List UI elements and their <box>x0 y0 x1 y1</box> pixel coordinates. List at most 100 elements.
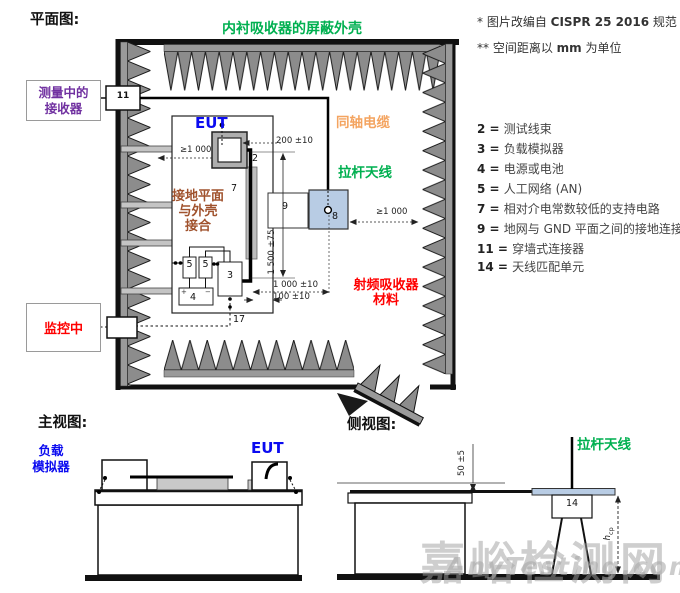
legend-item-4: 4 = 电源或电池 <box>477 160 564 177</box>
monitor-label-box: 监控中 <box>26 303 101 352</box>
legend-sep: = <box>493 260 513 274</box>
coax-label: 同轴电缆 <box>336 115 390 131</box>
dim-1500: 1 500 ±75 <box>267 229 277 275</box>
wiring-dots <box>173 261 232 309</box>
legend-num: 2 <box>477 122 486 136</box>
legend-item-3: 3 = 负载模拟器 <box>477 140 564 157</box>
monitor-line-17 <box>137 298 231 327</box>
legend-label: 天线匹配单元 <box>512 260 585 274</box>
ground-bond-line3: 接合 <box>184 219 211 234</box>
legend-num: 9 <box>477 222 486 236</box>
eut-connection-dot <box>219 122 225 128</box>
front-bond-dots <box>97 476 298 494</box>
dim-1000: 1 000 ±10 <box>273 280 318 290</box>
callout-2: 2 <box>252 153 259 164</box>
front-eut-cable <box>264 462 279 480</box>
bulkhead-connector-monitor <box>106 316 138 339</box>
callout-3: 3 <box>226 270 234 281</box>
front-load-line1: 负载 <box>38 443 64 458</box>
receiver-label-line2: 接收器 <box>44 100 83 116</box>
legend-num: 14 <box>477 260 494 274</box>
chamber-title: 内衬吸收器的屏蔽外壳 <box>222 21 362 37</box>
front-load-label: 负载 模拟器 <box>26 443 76 475</box>
note-units-prefix: ** 空间距离以 <box>477 41 557 55</box>
legend-num: 5 <box>477 182 486 196</box>
dimension-lines <box>157 140 419 303</box>
front-load-simulator-box <box>101 459 148 491</box>
door-absorber-wedge <box>337 393 368 416</box>
receiver-label-box: 测量中的 接收器 <box>26 80 101 121</box>
side-table-band <box>347 492 473 504</box>
ground-bond-line2: 与外壳 <box>178 204 218 219</box>
rod-antenna-label-plan: 拉杆天线 <box>338 165 392 181</box>
note-source-suffix: 规范 <box>649 15 677 29</box>
right-wall-absorbers <box>422 44 446 374</box>
tripod-leg-left <box>551 517 563 575</box>
legend-label: 测试线束 <box>503 122 552 136</box>
watermark-en: AnyTesting.com <box>446 552 680 581</box>
dim-100: 100 ±10 <box>273 292 310 302</box>
front-view-title: 主视图: <box>38 415 88 431</box>
coax-cable <box>140 96 330 191</box>
side-view-drawing <box>337 437 660 580</box>
dim-50: 50 ±5 <box>457 449 467 477</box>
battery-plus: + <box>181 288 187 296</box>
callout-7: 7 <box>231 183 238 194</box>
ground-bond-label: 接地平面 与外壳 接合 <box>156 189 240 234</box>
front-ground <box>85 575 302 581</box>
callout-14: 14 <box>565 498 579 509</box>
plan-view-drawing <box>100 39 459 427</box>
eut-label-plan: EUT <box>195 114 228 132</box>
legend-item-11: 11 = 穿墙式连接器 <box>477 240 584 257</box>
legend-num: 7 <box>477 202 486 216</box>
side-table-body <box>354 502 466 575</box>
legend-label: 相对介电常数较低的支持电路 <box>503 202 660 216</box>
legend-label: 地网与 GND 平面之间的接地连接 <box>503 222 680 236</box>
legend-sep: = <box>493 242 513 256</box>
note-units-mm: mm <box>556 41 582 55</box>
door-with-absorbers <box>353 363 425 427</box>
callout-5b: 5 <box>202 259 209 270</box>
equipment-boxes <box>178 256 243 306</box>
test-harness-2 <box>242 148 253 283</box>
front-load-line2: 模拟器 <box>32 459 70 474</box>
monitor-label: 监控中 <box>43 322 83 337</box>
dim-right-1000: ≥1 000 <box>376 207 408 217</box>
ground-connection-9 <box>267 192 309 229</box>
side-view-title: 侧视图: <box>347 417 397 433</box>
rf-absorber-label: 射频吸收器 材料 <box>338 278 434 308</box>
legend-label: 穿墙式连接器 <box>512 242 585 256</box>
callout-11: 11 <box>116 91 130 101</box>
side-matching-unit-14 <box>551 494 593 519</box>
callout-8: 8 <box>332 211 339 222</box>
legend-sep: = <box>485 182 504 196</box>
receiver-label-line1: 测量中的 <box>38 84 89 100</box>
front-harness <box>156 476 229 491</box>
legend-label: 电源或电池 <box>503 162 564 176</box>
note-source: * 图片改编自 CISPR 25 2016 规范 <box>477 13 677 30</box>
legend-num: 4 <box>477 162 486 176</box>
legend-sep: = <box>485 122 504 136</box>
callout-9: 9 <box>282 201 289 212</box>
note-source-prefix: * 图片改编自 <box>477 15 551 29</box>
rf-absorber-line1: 射频吸收器 <box>353 278 419 293</box>
battery-minus: − <box>205 288 211 296</box>
legend-sep: = <box>485 222 504 236</box>
battery-box-4 <box>178 287 214 306</box>
legend-sep: = <box>485 162 504 176</box>
floor-absorbers <box>164 340 354 370</box>
legend-sep: = <box>485 142 504 156</box>
legend-item-5: 5 = 人工网络 (AN) <box>477 180 582 197</box>
legend-sep: = <box>485 202 504 216</box>
front-eut-label: EUT <box>251 439 284 457</box>
plan-view-title: 平面图: <box>30 12 80 28</box>
rf-absorber-line2: 材料 <box>372 292 399 308</box>
callout-17: 17 <box>233 314 246 325</box>
note-units-suffix: 为单位 <box>581 41 622 55</box>
side-rod-antenna-label: 拉杆天线 <box>577 437 631 453</box>
legend-item-9: 9 = 地网与 GND 平面之间的接地连接 <box>477 220 680 237</box>
side-ground <box>337 574 660 580</box>
legend-item-2: 2 = 测试线束 <box>477 120 552 137</box>
front-table-body <box>97 504 299 576</box>
